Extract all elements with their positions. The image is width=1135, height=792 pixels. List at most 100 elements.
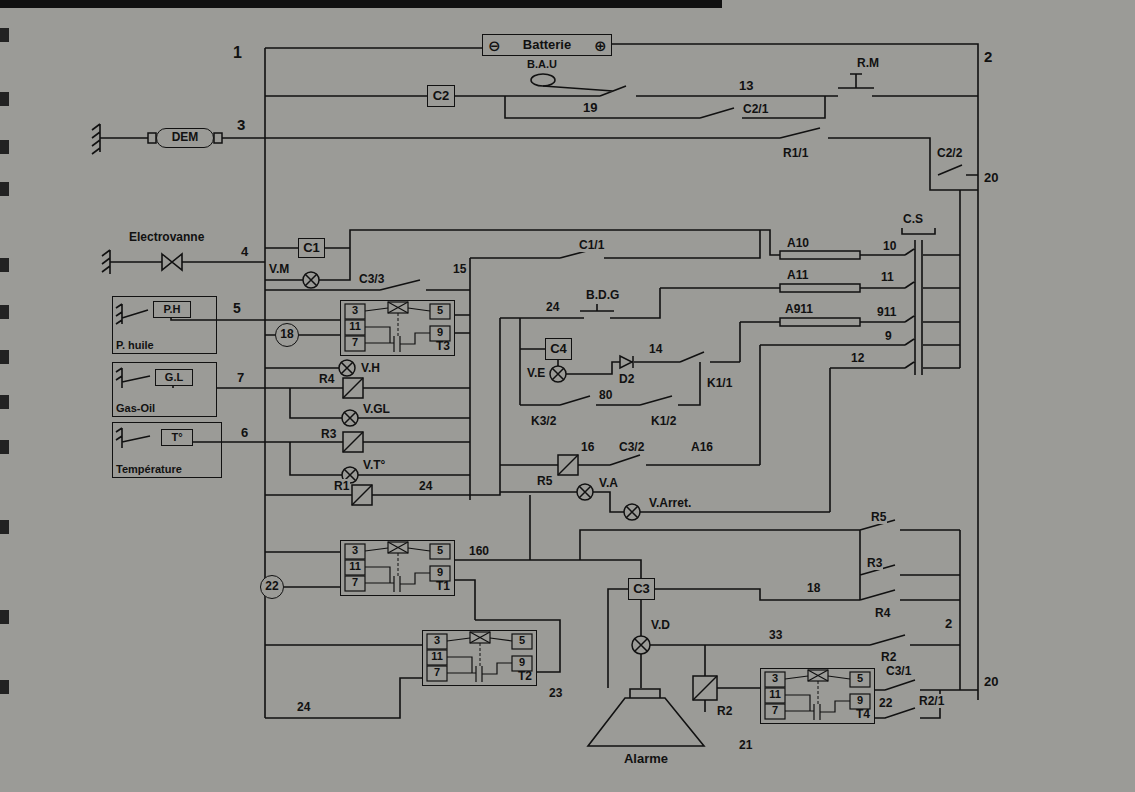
callout-label: ⊖	[487, 37, 502, 54]
pin-number: 11	[767, 689, 783, 700]
callout-label: 911	[876, 305, 897, 319]
wire-drawing	[552, 368, 564, 380]
callout-label: 24	[418, 479, 433, 493]
callout-label: R2/1	[918, 694, 945, 708]
node-text: C3	[633, 582, 650, 596]
wire-drawing	[352, 485, 372, 505]
node-text: T3	[436, 340, 450, 353]
component-box: T°	[161, 429, 193, 446]
wire-drawing	[531, 74, 555, 86]
wire-drawing	[780, 318, 860, 326]
pin-number: 7	[347, 337, 363, 348]
node-text: C2	[433, 89, 450, 103]
component-box: C3	[628, 578, 655, 600]
callout-label: 24	[296, 700, 311, 714]
sensor-box: Température T°	[112, 422, 222, 478]
callout-label: Electrovanne	[128, 230, 205, 244]
wire-drawing	[765, 670, 870, 720]
wire-drawing	[0, 182, 9, 196]
wire-drawing	[342, 410, 358, 426]
pin-number: 11	[429, 651, 445, 662]
wire-drawing	[0, 140, 9, 154]
wire-drawing	[579, 486, 591, 498]
wire-drawing	[343, 378, 363, 398]
node-text: P.H	[164, 303, 181, 315]
callout-label: V.A	[598, 476, 619, 490]
callout-label: V.D	[650, 618, 671, 632]
callout-label: V.E	[526, 366, 546, 380]
wire-drawing	[558, 455, 578, 475]
wire-drawing	[693, 676, 717, 700]
callout-label: B.A.U	[526, 58, 558, 71]
node-text: Température	[116, 463, 182, 475]
pin-number: 9	[852, 695, 868, 706]
callout-label: R2	[880, 650, 897, 664]
wire-drawing	[214, 133, 222, 143]
callout-label: 160	[468, 544, 490, 558]
wire-drawing	[352, 485, 372, 505]
wire-drawing	[0, 92, 9, 106]
node-text: P. huile	[116, 339, 154, 351]
wire-drawing	[0, 28, 9, 694]
pin-number: 7	[429, 667, 445, 678]
callout-label: K3/2	[530, 414, 557, 428]
callout-label: A11	[786, 268, 809, 282]
pin-number: 3	[429, 635, 445, 646]
wire-drawing	[344, 412, 356, 424]
component-box: C2	[427, 85, 455, 107]
wire-drawing	[0, 350, 9, 364]
wire-drawing	[303, 272, 319, 288]
pin-number: 9	[514, 657, 530, 668]
component-box: C1	[298, 238, 325, 258]
node-text: 22	[265, 580, 278, 593]
node-text: C4	[550, 342, 567, 356]
component-box: G.L	[155, 369, 193, 386]
callout-label: 13	[738, 78, 754, 93]
callout-label: V.H	[360, 361, 381, 375]
pin-number: 9	[432, 567, 448, 578]
wire-connector	[217, 319, 340, 321]
callout-label: 24	[545, 300, 560, 314]
pin-number: 7	[347, 577, 363, 588]
callout-label: V.T°	[362, 458, 386, 472]
wire-drawing	[339, 360, 355, 376]
node-text: T1	[436, 580, 450, 593]
wire-connector	[299, 334, 340, 336]
wire-drawing	[558, 455, 578, 475]
callout-label: K1/2	[650, 414, 677, 428]
component-box: C4	[545, 338, 572, 360]
callout-label: R1/1	[782, 146, 809, 160]
callout-label: 22	[878, 696, 893, 710]
wire-drawing	[0, 0, 722, 8]
wire-drawing	[305, 274, 317, 286]
callout-label: 15	[452, 262, 467, 276]
wire-drawing	[343, 432, 363, 452]
callout-label: V.Arret.	[648, 496, 692, 510]
callout-label: 2	[983, 48, 993, 65]
pin-number: 7	[767, 705, 783, 716]
callout-label: C3/1	[885, 664, 912, 678]
callout-circle: 18	[275, 323, 299, 347]
callout-label: C1/1	[578, 238, 605, 252]
wire-drawing	[0, 28, 9, 42]
node-text: Gas-Oil	[116, 402, 155, 414]
node-text: G.L	[165, 371, 183, 383]
node-text: T4	[856, 708, 870, 721]
wire-connector	[608, 589, 628, 688]
callout-label: 20	[983, 674, 999, 689]
wire-drawing	[0, 305, 9, 319]
callout-label: A10	[786, 236, 810, 250]
callout-label: R3	[320, 427, 337, 441]
node-text: C1	[303, 241, 320, 255]
node-text: T°	[171, 431, 182, 443]
wire-drawing	[148, 133, 156, 143]
callout-label: 19	[582, 100, 598, 115]
wire-drawing	[620, 356, 633, 368]
horn-outline	[588, 689, 704, 746]
motor-symbol: DEM	[156, 128, 214, 148]
wire-drawing	[577, 484, 593, 500]
callout-label: R3	[866, 556, 883, 570]
